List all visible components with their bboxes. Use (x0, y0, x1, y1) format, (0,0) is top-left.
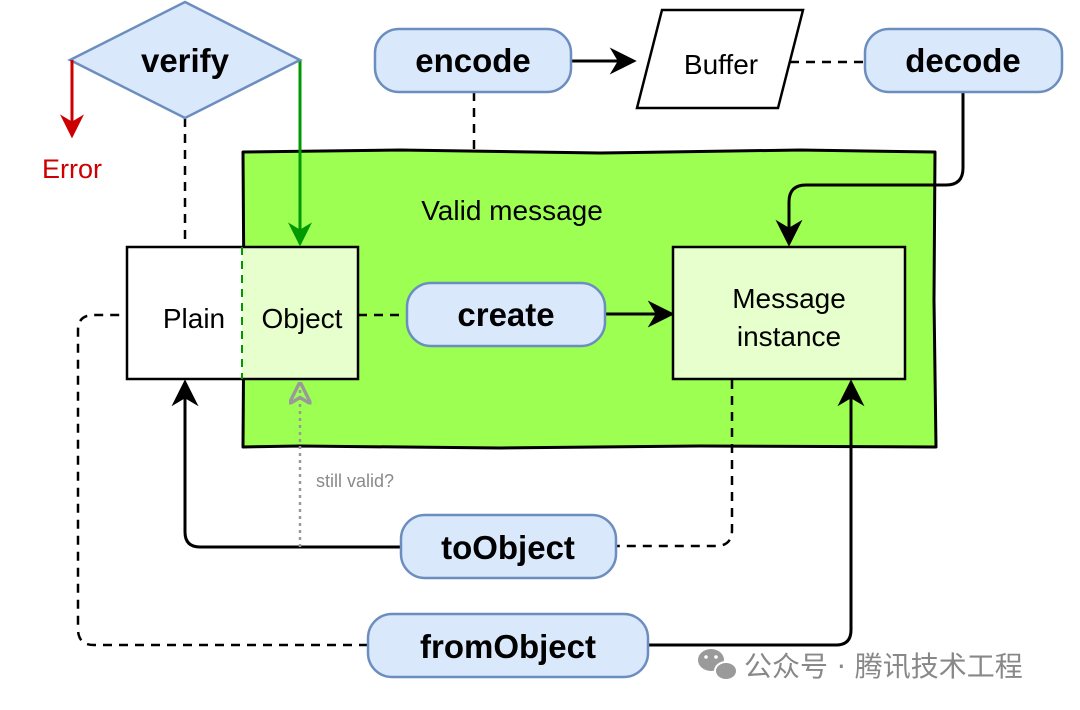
decode-node (863, 27, 1064, 94)
toobject-to-plain-arrow (171, 379, 402, 549)
verify-label: verify (141, 42, 230, 79)
message-instance-box (671, 245, 907, 381)
encode-label: encode (415, 42, 531, 79)
watermark-text: 公众号 · 腾讯技术工程 (744, 650, 1023, 683)
buffer-node (635, 8, 805, 110)
still-valid-label: still valid? (316, 471, 394, 491)
fromobject-label: fromObject (420, 628, 596, 665)
fromobject-to-message-arrow (648, 379, 865, 647)
plain-object-label-right: Object (262, 303, 343, 334)
toobject-label: toObject (441, 529, 575, 566)
create-node (405, 281, 607, 348)
plain-object-label-left: Plain (163, 303, 225, 334)
message-instance-line1: Message (732, 283, 846, 314)
valid-message-label: Valid message (421, 195, 603, 226)
error-label: Error (42, 154, 102, 184)
toobject-node (399, 513, 618, 580)
fromobject-node (366, 612, 650, 679)
message-instance-line2: instance (737, 321, 841, 352)
message-to-toobject-link (616, 380, 734, 548)
decode-label: decode (905, 42, 1021, 79)
create-label: create (457, 296, 554, 333)
buffer-label: Buffer (684, 49, 758, 80)
encode-node (373, 27, 573, 94)
verify-diamond (67, 0, 303, 120)
fromobject-to-plain-link (76, 313, 368, 647)
plain-object-tint (242, 248, 357, 378)
decode-to-message-arrow (775, 93, 965, 247)
wechat-icon (698, 649, 738, 681)
